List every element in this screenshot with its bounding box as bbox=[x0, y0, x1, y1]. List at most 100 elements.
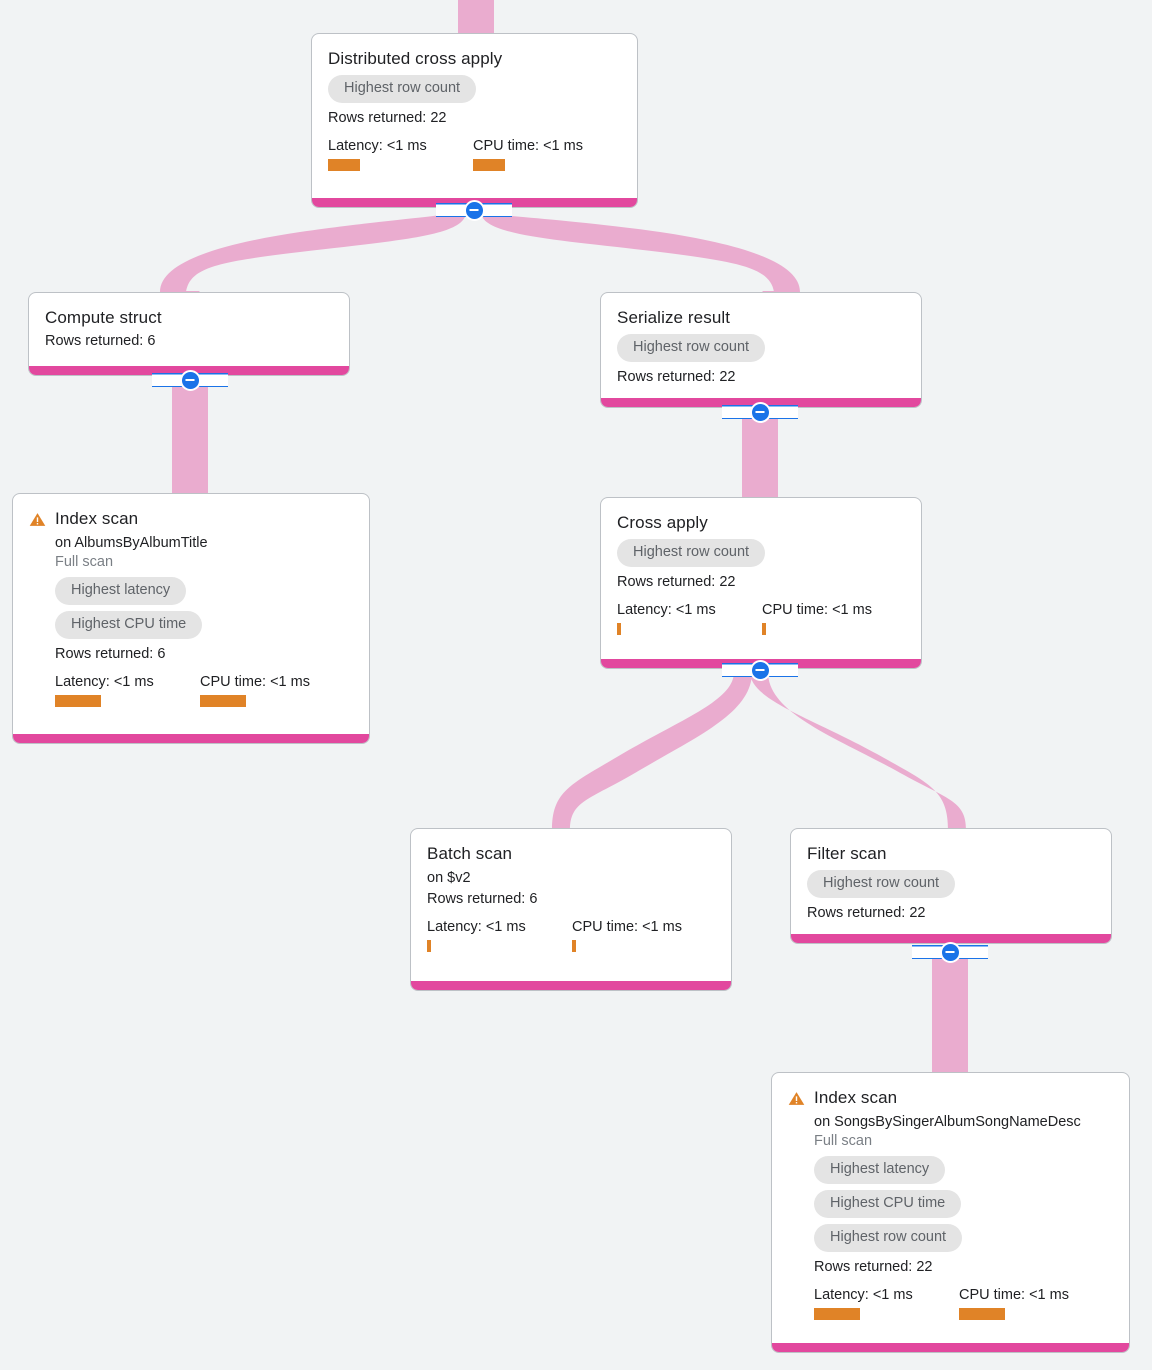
metrics-row: Latency: <1 ms CPU time: <1 ms bbox=[814, 1286, 1113, 1320]
rows-returned: Rows returned: 22 bbox=[807, 905, 926, 921]
node-scan-type: Full scan bbox=[814, 1133, 873, 1149]
collapse-toggle-serialize-result[interactable] bbox=[722, 401, 798, 423]
plan-node-serialize-result[interactable]: Serialize result Highest row count Rows … bbox=[600, 292, 922, 408]
collapse-minus-icon bbox=[179, 369, 201, 391]
badge-list: Highest latency Highest CPU time bbox=[55, 577, 353, 639]
warning-icon bbox=[788, 1092, 805, 1105]
node-content: Serialize result Highest row count Rows … bbox=[617, 307, 905, 387]
collapse-minus-icon bbox=[939, 941, 961, 963]
rows-returned: Rows returned: 22 bbox=[328, 110, 447, 126]
node-title: Serialize result bbox=[617, 308, 731, 327]
plan-node-index-scan-songs[interactable]: Index scan on SongsBySingerAlbumSongName… bbox=[771, 1072, 1130, 1353]
badge-highest-row-count: Highest row count bbox=[807, 870, 956, 898]
cpu-time-bar bbox=[200, 695, 246, 707]
collapse-toggle-filter-scan[interactable] bbox=[912, 941, 988, 963]
badge-list: Highest row count bbox=[807, 870, 1095, 898]
edge-distributed-cross-apply-to-serialize-result bbox=[481, 212, 800, 292]
plan-node-compute-struct[interactable]: Compute struct Rows returned: 6 bbox=[28, 292, 350, 376]
node-title: Compute struct bbox=[45, 308, 162, 327]
badge-highest-row-count: Highest row count bbox=[617, 539, 766, 567]
cpu-time-bar bbox=[762, 623, 766, 635]
cpu-time-metric: CPU time: <1 ms bbox=[200, 673, 310, 707]
node-header: Serialize result Highest row count Rows … bbox=[617, 307, 905, 387]
node-title: Index scan bbox=[55, 509, 139, 528]
edge-cross-apply-to-batch-scan bbox=[552, 672, 752, 830]
node-title: Cross apply bbox=[617, 513, 708, 532]
rows-returned: Rows returned: 6 bbox=[45, 333, 156, 349]
badge-highest-latency: Highest latency bbox=[55, 577, 187, 605]
cpu-time-label: CPU time: <1 ms bbox=[762, 602, 872, 618]
latency-label: Latency: <1 ms bbox=[427, 919, 526, 935]
cpu-time-label: CPU time: <1 ms bbox=[200, 674, 310, 690]
collapse-toggle-distributed-cross-apply[interactable] bbox=[436, 199, 512, 221]
plan-node-distributed-cross-apply[interactable]: Distributed cross apply Highest row coun… bbox=[311, 33, 638, 208]
rows-returned: Rows returned: 6 bbox=[55, 646, 166, 662]
node-scan-type: Full scan bbox=[55, 554, 114, 570]
edge-filter-scan-to-index-scan-songs bbox=[932, 950, 968, 1076]
cpu-time-bar bbox=[572, 940, 576, 952]
badge-list: Highest row count bbox=[328, 75, 621, 103]
node-content: Cross apply Highest row count Rows retur… bbox=[617, 512, 905, 635]
cpu-time-label: CPU time: <1 ms bbox=[959, 1287, 1069, 1303]
node-title: Batch scan bbox=[427, 844, 513, 863]
latency-bar bbox=[328, 159, 360, 171]
collapse-toggle-cross-apply[interactable] bbox=[722, 659, 798, 681]
cpu-time-metric: CPU time: <1 ms bbox=[762, 601, 872, 635]
node-title: Filter scan bbox=[807, 844, 887, 863]
cpu-time-bar bbox=[959, 1308, 1005, 1320]
cpu-time-metric: CPU time: <1 ms bbox=[572, 918, 682, 952]
badge-highest-row-count: Highest row count bbox=[617, 334, 766, 362]
metrics-row: Latency: <1 ms CPU time: <1 ms bbox=[617, 601, 905, 635]
rows-returned: Rows returned: 22 bbox=[617, 574, 736, 590]
warning-icon bbox=[29, 513, 46, 526]
latency-bar bbox=[814, 1308, 860, 1320]
node-header: Distributed cross apply Highest row coun… bbox=[328, 48, 621, 171]
badge-highest-cpu-time: Highest CPU time bbox=[55, 611, 203, 639]
plan-node-batch-scan[interactable]: Batch scan on $v2 Rows returned: 6 Laten… bbox=[410, 828, 732, 991]
rows-returned: Rows returned: 22 bbox=[814, 1259, 933, 1275]
collapse-minus-icon bbox=[749, 659, 771, 681]
cpu-time-label: CPU time: <1 ms bbox=[473, 138, 583, 154]
badge-highest-row-count: Highest row count bbox=[328, 75, 477, 103]
latency-bar bbox=[55, 695, 101, 707]
badge-list: Highest row count bbox=[617, 539, 905, 567]
node-header: Index scan on SongsBySingerAlbumSongName… bbox=[788, 1087, 1113, 1320]
latency-metric: Latency: <1 ms bbox=[427, 918, 572, 952]
node-subtitle: on $v2 bbox=[427, 870, 471, 886]
badge-highest-row-count: Highest row count bbox=[814, 1224, 963, 1252]
node-content: Distributed cross apply Highest row coun… bbox=[328, 48, 621, 171]
edge-serialize-result-to-cross-apply bbox=[742, 414, 778, 498]
node-content: Filter scan Highest row count Rows retur… bbox=[807, 843, 1095, 923]
latency-label: Latency: <1 ms bbox=[55, 674, 154, 690]
latency-bar bbox=[617, 623, 621, 635]
node-content: Index scan on SongsBySingerAlbumSongName… bbox=[814, 1087, 1113, 1320]
metrics-row: Latency: <1 ms CPU time: <1 ms bbox=[328, 137, 621, 171]
badge-list: Highest latency Highest CPU time Highest… bbox=[814, 1156, 1113, 1252]
node-header: Batch scan on $v2 Rows returned: 6 Laten… bbox=[427, 843, 715, 952]
badge-list: Highest row count bbox=[617, 334, 905, 362]
plan-node-filter-scan[interactable]: Filter scan Highest row count Rows retur… bbox=[790, 828, 1112, 944]
edge-distributed-cross-apply-to-compute-struct bbox=[160, 212, 466, 292]
node-header: Filter scan Highest row count Rows retur… bbox=[807, 843, 1095, 923]
metrics-row: Latency: <1 ms CPU time: <1 ms bbox=[55, 673, 353, 707]
node-subtitle: on AlbumsByAlbumTitle bbox=[55, 535, 208, 551]
cpu-time-label: CPU time: <1 ms bbox=[572, 919, 682, 935]
edge-cross-apply-to-filter-scan bbox=[750, 672, 966, 830]
latency-label: Latency: <1 ms bbox=[328, 138, 427, 154]
latency-metric: Latency: <1 ms bbox=[328, 137, 473, 171]
badge-highest-cpu-time: Highest CPU time bbox=[814, 1190, 962, 1218]
cpu-time-bar bbox=[473, 159, 505, 171]
edge-compute-struct-to-index-scan-albums bbox=[172, 382, 208, 498]
rows-returned: Rows returned: 6 bbox=[427, 891, 538, 907]
latency-metric: Latency: <1 ms bbox=[55, 673, 200, 707]
collapse-toggle-compute-struct[interactable] bbox=[152, 369, 228, 391]
node-title: Distributed cross apply bbox=[328, 49, 503, 68]
badge-highest-latency: Highest latency bbox=[814, 1156, 946, 1184]
plan-node-cross-apply[interactable]: Cross apply Highest row count Rows retur… bbox=[600, 497, 922, 669]
plan-node-index-scan-albums[interactable]: Index scan on AlbumsByAlbumTitle Full sc… bbox=[12, 493, 370, 744]
cpu-time-metric: CPU time: <1 ms bbox=[959, 1286, 1069, 1320]
node-subtitle: on SongsBySingerAlbumSongNameDesc bbox=[814, 1114, 1081, 1130]
node-content: Batch scan on $v2 Rows returned: 6 Laten… bbox=[427, 843, 715, 952]
latency-label: Latency: <1 ms bbox=[617, 602, 716, 618]
